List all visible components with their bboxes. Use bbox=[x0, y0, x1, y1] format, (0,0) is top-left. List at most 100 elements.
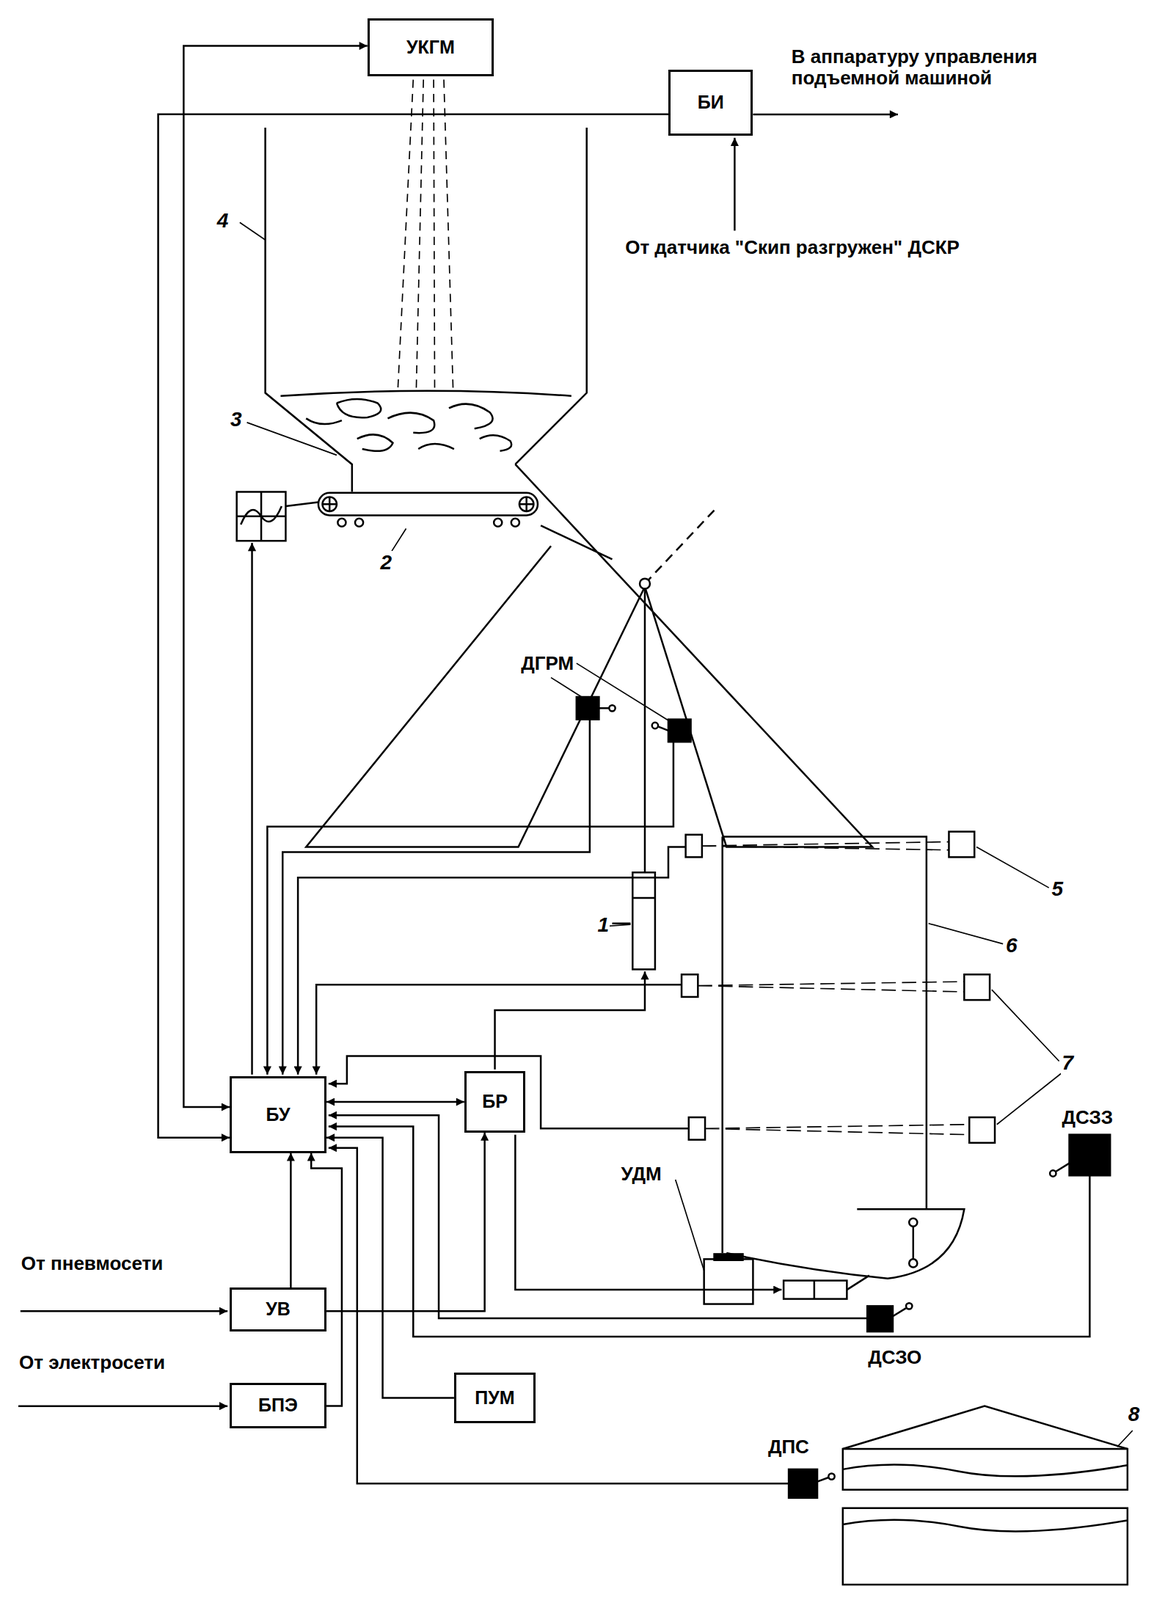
air-line bbox=[515, 1134, 782, 1290]
sensor-label: ДСЗЗ bbox=[1060, 1107, 1114, 1130]
air-line bbox=[495, 971, 645, 1070]
wagon-wave bbox=[842, 1520, 1128, 1532]
flap-cylinder bbox=[632, 872, 656, 970]
control-unit-box: БУ bbox=[229, 1076, 327, 1153]
signal-line bbox=[311, 1153, 342, 1407]
signal-label: От электросети bbox=[18, 1352, 166, 1375]
level-receiver bbox=[948, 831, 975, 858]
signal-label: В аппаратуру управления подъемной машино… bbox=[790, 46, 1138, 91]
box-label: БИ bbox=[697, 92, 725, 113]
signal-line bbox=[326, 1132, 485, 1311]
sensor-label: ДПС bbox=[767, 1436, 810, 1459]
signal-wire bbox=[297, 846, 686, 1075]
sensor-roller bbox=[652, 722, 659, 729]
flap-rod bbox=[644, 583, 647, 874]
control-unit-box: БИ bbox=[668, 69, 753, 136]
callout-number: 2 bbox=[379, 550, 393, 575]
wagon-body bbox=[842, 1448, 1128, 1491]
leader-line bbox=[675, 1179, 705, 1271]
position-sensor bbox=[576, 696, 600, 720]
sensor-lever bbox=[598, 707, 609, 710]
radiation-beam bbox=[397, 79, 453, 389]
sensor-label: ДГРМ bbox=[520, 652, 575, 675]
output-line bbox=[752, 113, 898, 116]
bulk-material bbox=[280, 391, 571, 452]
motor-symbol bbox=[236, 491, 319, 541]
callout-number: 7 bbox=[1060, 1051, 1075, 1075]
callout-number: 3 bbox=[229, 407, 243, 432]
drum-cross bbox=[322, 496, 534, 511]
box-label: УВ bbox=[265, 1299, 291, 1320]
gate-open-sensor bbox=[867, 1305, 893, 1332]
level-receiver bbox=[963, 974, 990, 1000]
sensor-roller bbox=[828, 1473, 835, 1479]
leader-line bbox=[239, 222, 1133, 1447]
wagon-load bbox=[842, 1406, 1128, 1449]
signal-label: От пневмосети bbox=[20, 1253, 164, 1276]
gate-hinge bbox=[908, 1218, 918, 1227]
sensor-lever bbox=[1055, 1163, 1069, 1172]
weighing-pad bbox=[714, 1253, 744, 1260]
box-label: БПЭ bbox=[258, 1395, 298, 1416]
motor-wire bbox=[250, 542, 254, 1075]
callout-number: 8 bbox=[1127, 1402, 1141, 1427]
signal-wire bbox=[267, 741, 674, 1075]
conveyor-wheel bbox=[337, 518, 346, 527]
signal-wire bbox=[328, 1148, 789, 1485]
level-emitter bbox=[685, 834, 703, 858]
drawing-group bbox=[18, 79, 1133, 1585]
gate-closed-sensor bbox=[1069, 1134, 1111, 1177]
callout-number: 5 bbox=[1051, 877, 1065, 901]
signal-line bbox=[183, 46, 367, 1108]
box-label: УКГМ bbox=[406, 37, 455, 58]
callout-number: 6 bbox=[1005, 933, 1019, 958]
conveyor-wheel bbox=[493, 518, 502, 527]
position-sensor bbox=[668, 719, 692, 743]
control-unit-box: УКГМ bbox=[367, 18, 494, 77]
hopper-wall bbox=[265, 127, 587, 493]
level-emitter bbox=[681, 974, 698, 998]
sensor-label: ДСЗО bbox=[867, 1346, 923, 1369]
box-label: БУ bbox=[266, 1104, 291, 1126]
gate-cylinder bbox=[783, 1280, 847, 1300]
box-label: БР bbox=[481, 1091, 508, 1113]
input-line bbox=[733, 137, 736, 232]
conveyor-belt bbox=[318, 492, 538, 516]
skip-gate bbox=[726, 1209, 964, 1279]
control-unit-box: ПУМ bbox=[454, 1372, 536, 1424]
power-supply bbox=[18, 1404, 228, 1408]
control-unit-box: УВ bbox=[229, 1287, 327, 1332]
sensor-lever bbox=[817, 1477, 829, 1482]
gate-lever bbox=[912, 1222, 915, 1264]
sensor-lever bbox=[658, 726, 669, 731]
conveyor-wheel bbox=[355, 518, 364, 527]
level-emitter bbox=[688, 1117, 706, 1141]
sensor-roller bbox=[906, 1302, 912, 1309]
signal-wire bbox=[328, 1126, 1091, 1338]
signal-line bbox=[326, 1101, 465, 1104]
signal-wire bbox=[282, 719, 590, 1075]
signal-line bbox=[289, 1153, 292, 1289]
device-label: УДМ bbox=[620, 1163, 663, 1186]
leader-line bbox=[928, 846, 1062, 1124]
wagon-body bbox=[842, 1508, 1128, 1585]
callout-number: 1 bbox=[597, 913, 611, 937]
signal-line bbox=[326, 1137, 455, 1399]
flap-pivot bbox=[639, 578, 650, 590]
gate-hinge bbox=[908, 1258, 918, 1267]
control-unit-box: БПЭ bbox=[229, 1382, 327, 1430]
sensor-lever bbox=[892, 1308, 907, 1317]
box-label: ПУМ bbox=[474, 1388, 515, 1409]
sensor-roller bbox=[1049, 1170, 1056, 1177]
signal-wire bbox=[316, 984, 682, 1075]
callout-number: 4 bbox=[216, 209, 230, 233]
level-receiver bbox=[969, 1117, 995, 1143]
cylinder-rod bbox=[814, 1275, 870, 1300]
signal-wire bbox=[328, 1115, 868, 1319]
wagon-wave bbox=[842, 1465, 1128, 1477]
skip-body bbox=[722, 837, 927, 1254]
weighing-device bbox=[704, 1258, 754, 1304]
